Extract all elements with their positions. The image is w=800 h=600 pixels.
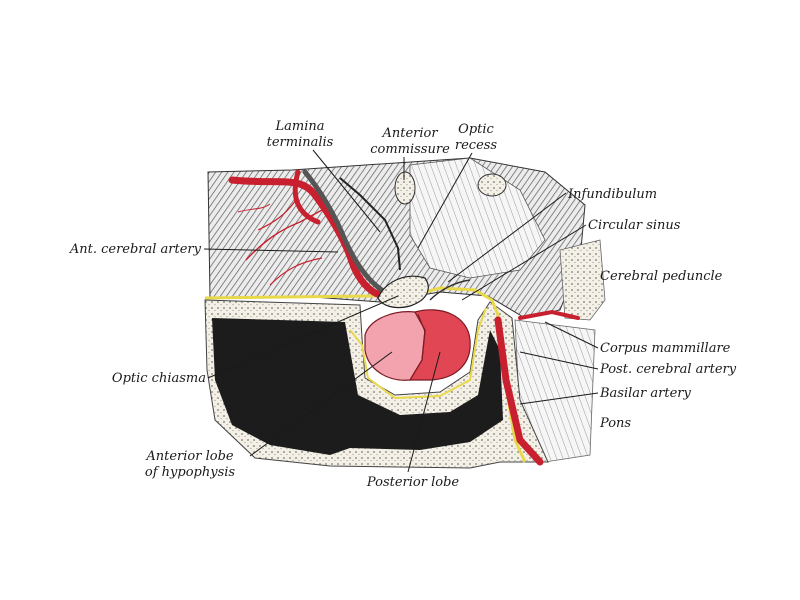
artery-twig-1 — [245, 209, 323, 261]
label-pons: Pons — [599, 416, 631, 431]
leader-optic-recess — [417, 152, 473, 249]
artery-branch-1 — [292, 169, 321, 225]
label-anterior-commissure-2: commissure — [370, 142, 450, 157]
leader-anterior-lobe — [249, 351, 393, 457]
ant-cerebral-artery — [228, 176, 384, 299]
label-anterior-lobe-2: of hypophysis — [145, 465, 236, 480]
label-basilar-artery: Basilar artery — [599, 386, 691, 401]
label-lamina-terminalis-1: Lamina — [275, 119, 325, 134]
optic-recess-structure — [477, 173, 507, 197]
label-cerebral-peduncle: Cerebral peduncle — [600, 269, 723, 284]
leader-lamina-terminalis — [312, 149, 381, 233]
leader-ant-cerebral-artery — [203, 248, 339, 253]
leader-basilar-artery — [519, 392, 599, 405]
label-optic-recess-2: recess — [455, 138, 498, 153]
label-anterior-commissure-1: Anterior — [381, 126, 438, 141]
leader-infundibulum — [447, 192, 567, 283]
artery-twig-2 — [257, 199, 297, 231]
leader-posterior-lobe — [407, 351, 441, 473]
basilar-artery — [494, 316, 544, 466]
label-optic-chiasma: Optic chiasma — [112, 371, 206, 386]
artery-twig-4 — [237, 203, 271, 213]
leader-corpus-mammillare — [544, 321, 599, 349]
sphenoid-sinus — [212, 318, 503, 455]
label-lamina-terminalis-2: terminalis — [267, 135, 334, 150]
third-ventricle — [409, 157, 546, 279]
leader-post-cerebral-artery — [519, 351, 599, 370]
label-posterior-lobe: Posterior lobe — [366, 475, 459, 490]
anterior-commissure-structure — [394, 171, 416, 205]
post-cerebral-artery — [518, 309, 580, 320]
label-circular-sinus: Circular sinus — [588, 218, 681, 233]
label-corpus-mammillare: Corpus mammillare — [600, 341, 731, 356]
vessel-dark — [302, 169, 388, 295]
label-ant-cerebral-artery: Ant. cerebral artery — [69, 242, 202, 257]
label-anterior-lobe-1: Anterior lobe — [145, 449, 234, 464]
hypophysis-cleft — [409, 313, 426, 381]
lamina-terminalis-structure — [339, 177, 401, 271]
infundibulum-stalk — [429, 279, 471, 301]
label-infundibulum: Infundibulum — [567, 187, 657, 202]
leader-optic-chiasma — [207, 295, 399, 379]
artery-twig-3 — [269, 257, 323, 286]
cerebral-peduncle-region — [559, 239, 606, 321]
leader-circular-sinus — [461, 224, 587, 301]
label-post-cerebral-artery: Post. cerebral artery — [599, 362, 737, 377]
label-optic-recess-1: Optic — [458, 122, 494, 137]
dura-mater-inner — [349, 307, 487, 400]
